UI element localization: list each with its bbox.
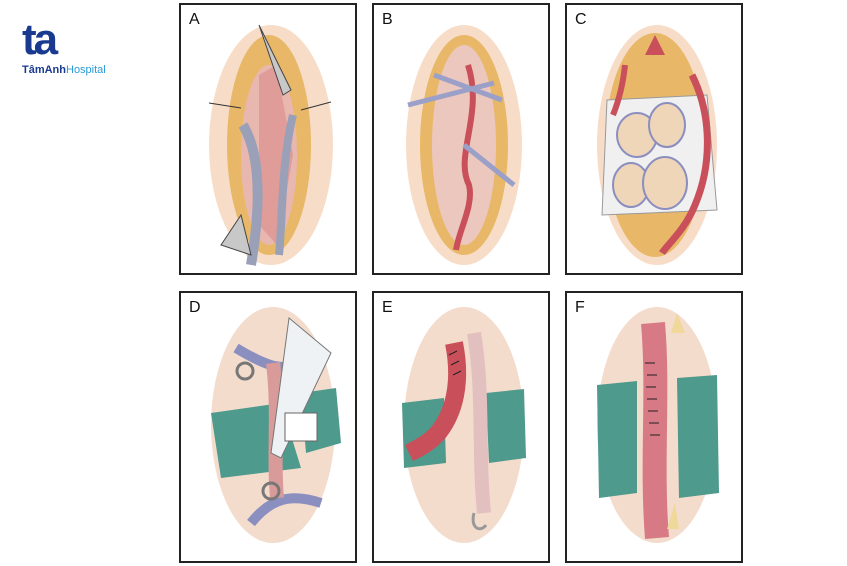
logo-name-part1: TâmAnh [22,64,66,76]
hospital-logo: ta TâmAnhHospital [22,18,132,82]
panel-f-illustration [597,307,719,543]
panel-e: E [372,291,550,563]
logo-name: TâmAnhHospital [22,64,106,76]
panel-a: A [179,3,357,275]
panel-f: F [565,291,743,563]
logo-name-part2: Hospital [66,64,106,76]
panel-c-illustration [597,25,718,265]
panel-d-illustration [211,307,341,543]
panel-a-illustration [208,24,333,266]
panel-b: B [372,3,550,275]
panel-b-illustration [406,25,522,265]
panel-label: F [575,299,585,316]
panel-label: C [575,11,587,28]
panel-label: E [382,299,393,316]
panel-e-illustration [402,307,526,543]
panel-d: D [179,291,357,563]
logo-mark: ta [22,15,58,64]
panel-label: B [382,11,393,28]
panel-label: A [189,11,200,28]
panel-label: D [189,299,201,316]
panel-c: C [565,3,743,275]
